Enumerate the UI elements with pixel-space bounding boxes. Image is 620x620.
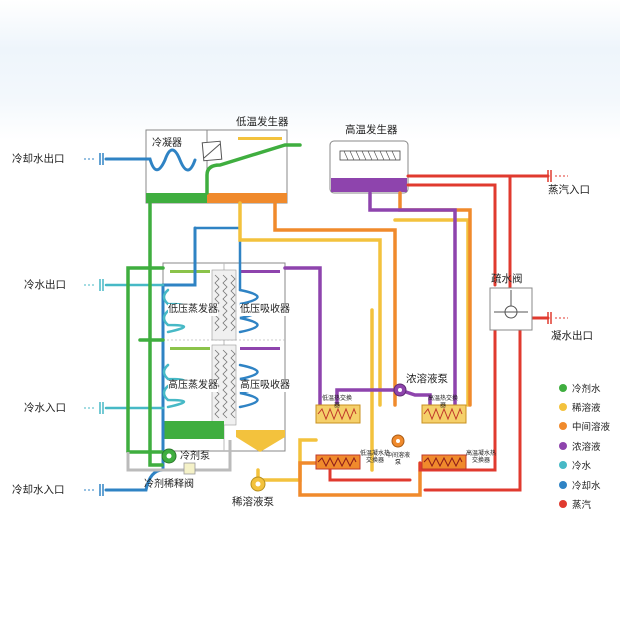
label-refrigerant-dilute-valve: 冷剂稀释阀 (144, 479, 194, 490)
legend-label: 冷却水 (572, 480, 601, 492)
label-drain-valve: 疏水阀 (491, 273, 523, 285)
label-low-temp-generator: 低温发生器 (236, 116, 289, 128)
high-temp-hx (421, 404, 467, 424)
legend: 冷剂水 稀溶液 中间溶液 浓溶液 冷水 冷却水 蒸汽 (559, 378, 619, 514)
high-cond-hx (421, 454, 467, 470)
legend-item: 冷剂水 (559, 378, 619, 397)
condensate-down (423, 328, 522, 492)
label-hp-evaporator: 高压蒸发器 (168, 380, 218, 392)
dilute-high-path (393, 218, 470, 407)
legend-item: 蒸汽 (559, 494, 619, 513)
label-low-cond-hx: 低温凝水热交换器 (360, 450, 391, 464)
refrig-dilute-line (126, 440, 232, 472)
label-condensate-out: 凝水出口 (551, 330, 593, 342)
legend-label: 中间溶液 (572, 422, 611, 434)
label-dilute-pump: 稀溶液泵 (232, 496, 274, 508)
legend-dot-cooling-water (559, 480, 567, 489)
low-gen-liquid (207, 193, 287, 203)
refrigerant-pump-loop (126, 266, 165, 454)
label-cooling-water-in: 冷却水入口 (12, 484, 65, 496)
legend-label: 稀溶液 (572, 403, 601, 415)
condenser-liquid (146, 193, 207, 203)
label-condenser: 冷凝器 (152, 138, 182, 149)
low-cond-hx (315, 454, 361, 470)
label-mid-pump: 中间溶液泵 (386, 452, 411, 466)
low-temp-hx (315, 404, 361, 424)
legend-dot-refrigerant (559, 383, 567, 392)
refrigerant-pump-icon (161, 448, 177, 464)
dilute-pump-icon (250, 476, 266, 492)
steam-high-gen-return (406, 183, 497, 287)
abs-sump (236, 430, 285, 452)
refrigerant-condenser-down (148, 201, 164, 467)
legend-dot-steam (559, 500, 567, 509)
legend-dot-concentrated (559, 441, 567, 450)
spray-low-gen (238, 137, 282, 140)
spray-lp-abs (240, 270, 280, 273)
refrigerant-low-gen-to-condenser (205, 143, 302, 195)
label-high-temp-hx: 高温热交换器 (428, 395, 459, 409)
intermediate-return (298, 461, 422, 497)
label-steam-in: 蒸汽入口 (548, 184, 590, 196)
cooling-water-in-line (104, 283, 165, 492)
legend-item: 稀溶液 (559, 397, 619, 416)
label-low-temp-hx: 低温热交换器 (322, 395, 353, 409)
legend-label: 冷剂水 (572, 383, 601, 395)
conc-to-lp-abs (283, 266, 322, 407)
legend-item: 中间溶液 (559, 417, 619, 436)
evap-sump (163, 421, 224, 439)
legend-item: 冷水 (559, 456, 619, 475)
dilute-to-low-gen (238, 201, 382, 407)
conc-pump-icon (393, 383, 407, 397)
condenser-hx-diagonal (203, 143, 221, 159)
legend-item: 冷却水 (559, 475, 619, 494)
legend-dot-dilute (559, 403, 567, 412)
intermediate-out-low-gen (273, 201, 397, 407)
conc-loop (335, 388, 432, 407)
label-cooling-water-out: 冷却水出口 (12, 153, 65, 165)
conc-from-high-gen (368, 191, 457, 407)
refrig-dilute-valve (183, 462, 196, 475)
label-high-temp-generator: 高温发生器 (345, 124, 398, 136)
spray-hp-abs (240, 347, 280, 350)
label-cold-water-out: 冷水出口 (24, 279, 66, 291)
label-conc-pump: 浓溶液泵 (406, 373, 448, 385)
mid-pump-icon (391, 434, 405, 448)
label-hp-absorber: 高压吸收器 (240, 380, 290, 392)
legend-item: 浓溶液 (559, 436, 619, 455)
label-lp-evaporator: 低压蒸发器 (168, 304, 218, 316)
legend-label: 冷水 (572, 461, 592, 473)
legend-label: 蒸汽 (572, 500, 592, 512)
legend-dot-cold-water (559, 461, 567, 470)
condensate-low-hx (418, 328, 497, 472)
label-high-cond-hx: 高温凝水热交换器 (466, 450, 497, 464)
high-gen-liquid (331, 178, 407, 192)
label-cold-water-in: 冷水入口 (24, 402, 66, 414)
background-glow (0, 0, 620, 140)
spray-lp-evap (170, 270, 210, 273)
spray-hp-evap (170, 347, 210, 350)
legend-label: 浓溶液 (572, 441, 601, 453)
legend-dot-intermediate (559, 422, 567, 431)
cooling-water-riser (161, 226, 197, 287)
label-refrigerant-pump: 冷剂泵 (180, 451, 210, 462)
cooling-water-condenser-coil (144, 148, 197, 172)
label-lp-absorber: 低压吸收器 (240, 304, 290, 316)
